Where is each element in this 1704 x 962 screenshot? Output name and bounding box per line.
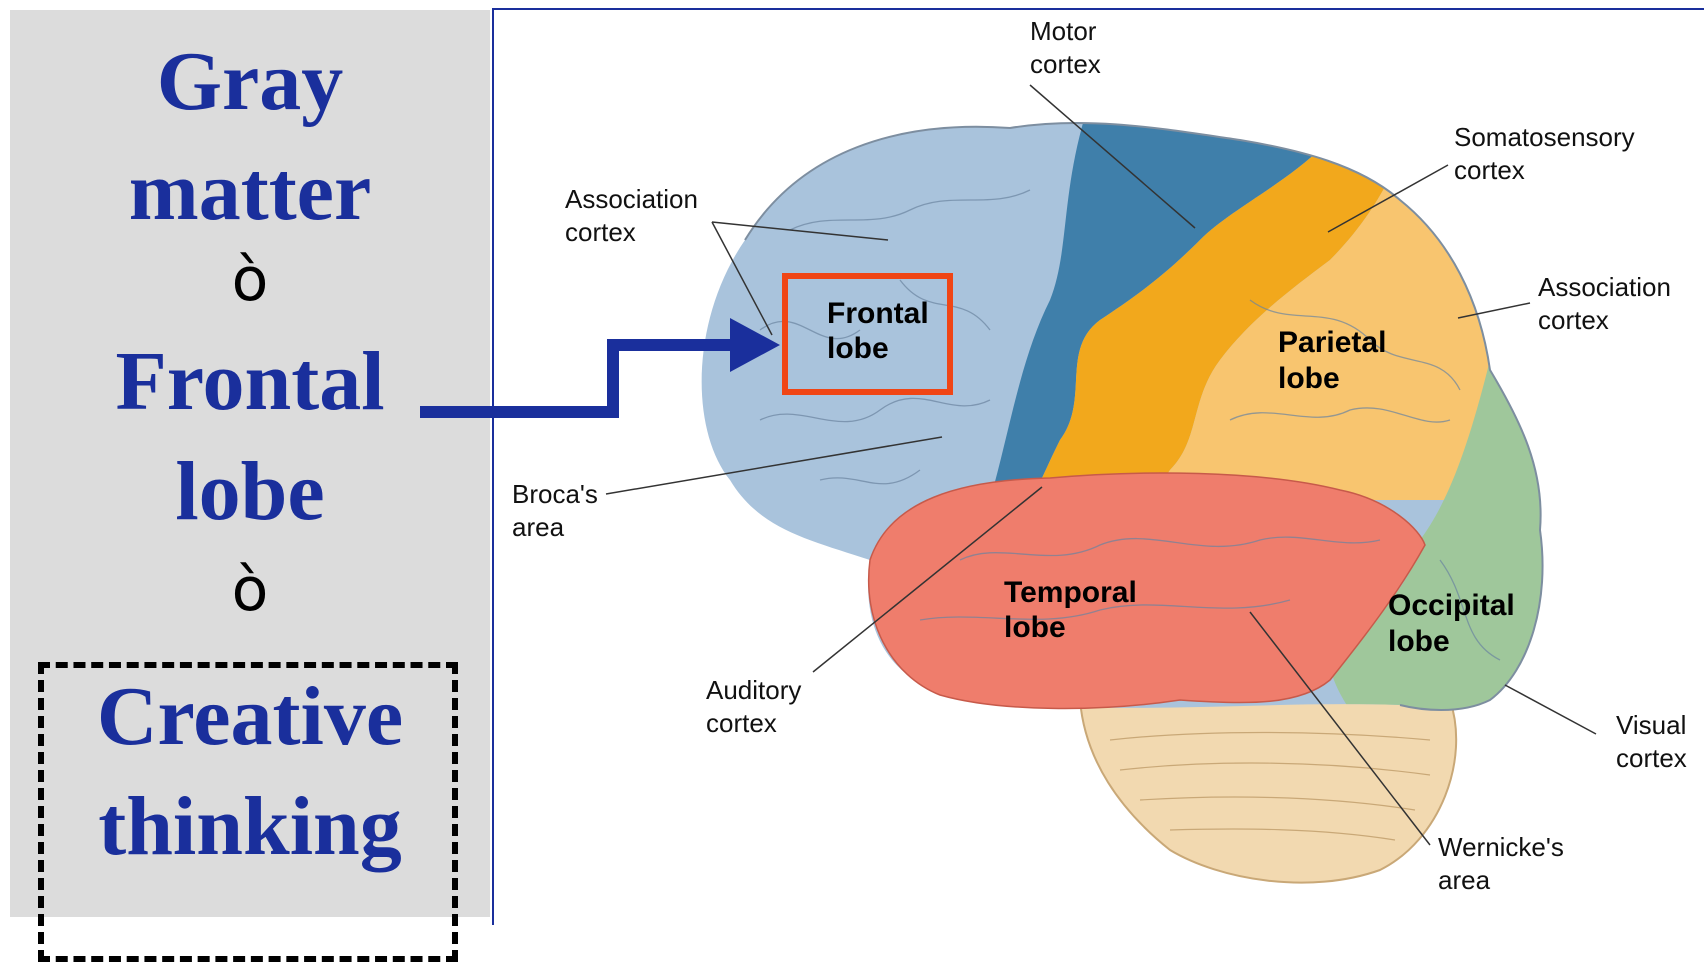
visual-cortex-label-1: Visual — [1616, 710, 1686, 740]
parietal-lobe-label-2: lobe — [1278, 362, 1340, 395]
visual-cortex-label-2: cortex — [1616, 743, 1687, 773]
brocas-area-label-1: Broca's — [512, 479, 598, 509]
association-cortex-left-label-1: Association — [565, 184, 698, 214]
pointer-arrow — [420, 345, 745, 412]
wernickes-area-label-1: Wernicke's — [1438, 832, 1564, 862]
frontal-lobe-label-2: lobe — [827, 332, 889, 365]
association-cortex-left-label-2: cortex — [565, 217, 636, 247]
somatosensory-label-1: Somatosensory — [1454, 122, 1635, 152]
parietal-lobe-label-1: Parietal — [1278, 326, 1386, 359]
auditory-cortex-label-1: Auditory — [706, 675, 801, 705]
auditory-cortex-label-2: cortex — [706, 708, 777, 738]
temporal-lobe-label-1: Temporal — [1004, 576, 1137, 609]
wernickes-area-label-2: area — [1438, 865, 1491, 895]
occipital-lobe-label-1: Occipital — [1388, 589, 1515, 622]
motor-cortex-label-2: cortex — [1030, 49, 1101, 79]
brocas-area-label-2: area — [512, 512, 565, 542]
association-cortex-right-label-1: Association — [1538, 272, 1671, 302]
temporal-lobe-label-2: lobe — [1004, 611, 1066, 644]
motor-cortex-label-1: Motor — [1030, 16, 1097, 46]
brain-diagram: Frontal lobe Parietal lobe Temporal lobe… — [0, 0, 1704, 917]
association-cortex-right-label-2: cortex — [1538, 305, 1609, 335]
occipital-lobe-label-2: lobe — [1388, 625, 1450, 658]
frontal-lobe-label-1: Frontal — [827, 297, 929, 330]
somatosensory-label-2: cortex — [1454, 155, 1525, 185]
